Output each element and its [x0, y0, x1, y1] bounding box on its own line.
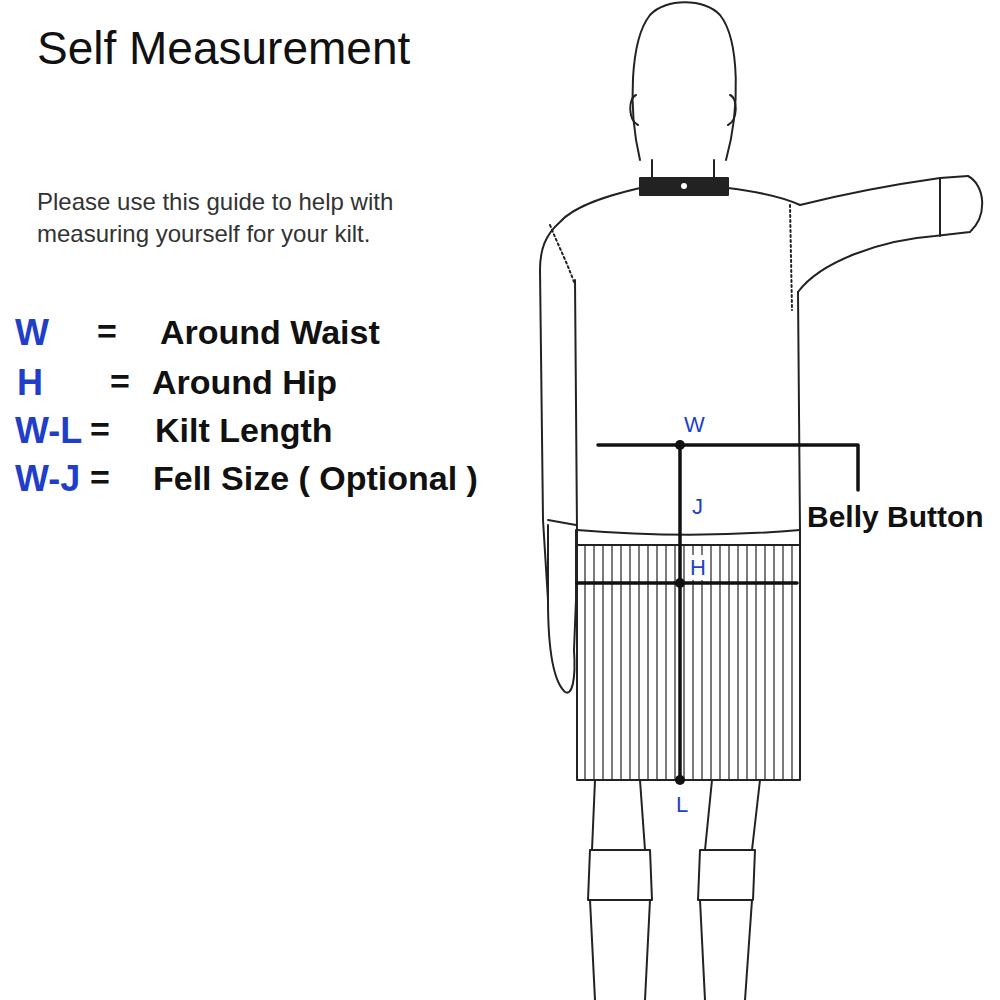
point-label: H: [688, 555, 708, 580]
measure-dot: [675, 440, 685, 450]
collar: [640, 178, 728, 195]
key-meaning: Around Waist: [160, 313, 380, 352]
equals-sign: =: [90, 458, 110, 497]
key-symbol: W: [15, 312, 49, 353]
epaulette-cord: [550, 225, 574, 282]
sock-tops: [588, 850, 755, 900]
equals-sign: =: [97, 312, 117, 351]
cuff: [939, 178, 941, 236]
point-label: L: [676, 792, 688, 817]
measure-dot: [675, 775, 685, 785]
key-symbol: H: [17, 362, 43, 403]
kilt-outline: [577, 530, 800, 780]
seam: [790, 205, 792, 310]
key-meaning: Kilt Length: [155, 411, 333, 450]
key-meaning: Around Hip: [152, 363, 337, 402]
wrist: [548, 525, 576, 600]
equals-sign: =: [110, 362, 130, 401]
jacket-side: [575, 280, 577, 530]
jacket-side: [798, 292, 800, 530]
cuff: [548, 520, 576, 525]
key-symbol: W-L: [15, 410, 82, 451]
right-sleeve-top: [728, 176, 968, 205]
key-symbol: W-J: [15, 458, 80, 499]
kilt-pleats: [585, 545, 792, 780]
ear: [728, 95, 736, 125]
left-hand: [548, 600, 576, 693]
right-sleeve-bottom: [798, 176, 982, 292]
ear: [630, 95, 638, 125]
point-label: J: [690, 494, 705, 519]
point-label: W: [684, 412, 705, 437]
collar-button: [681, 183, 687, 189]
head: [633, 2, 736, 160]
left-sleeve: [540, 188, 640, 600]
title: Self Measurement: [37, 22, 410, 75]
intro-note: Please use this guide to help with measu…: [37, 186, 437, 250]
measure-lines: [577, 445, 858, 780]
key-meaning: Fell Size ( Optional ): [153, 459, 478, 498]
kilt-band: [577, 544, 800, 546]
socks: [590, 900, 752, 1000]
callout-label: Belly Button: [805, 500, 986, 535]
jacket-hem: [577, 530, 800, 535]
equals-sign: =: [90, 410, 110, 449]
legs: [592, 780, 760, 850]
measure-dot: [675, 578, 685, 588]
neck: [652, 160, 714, 178]
